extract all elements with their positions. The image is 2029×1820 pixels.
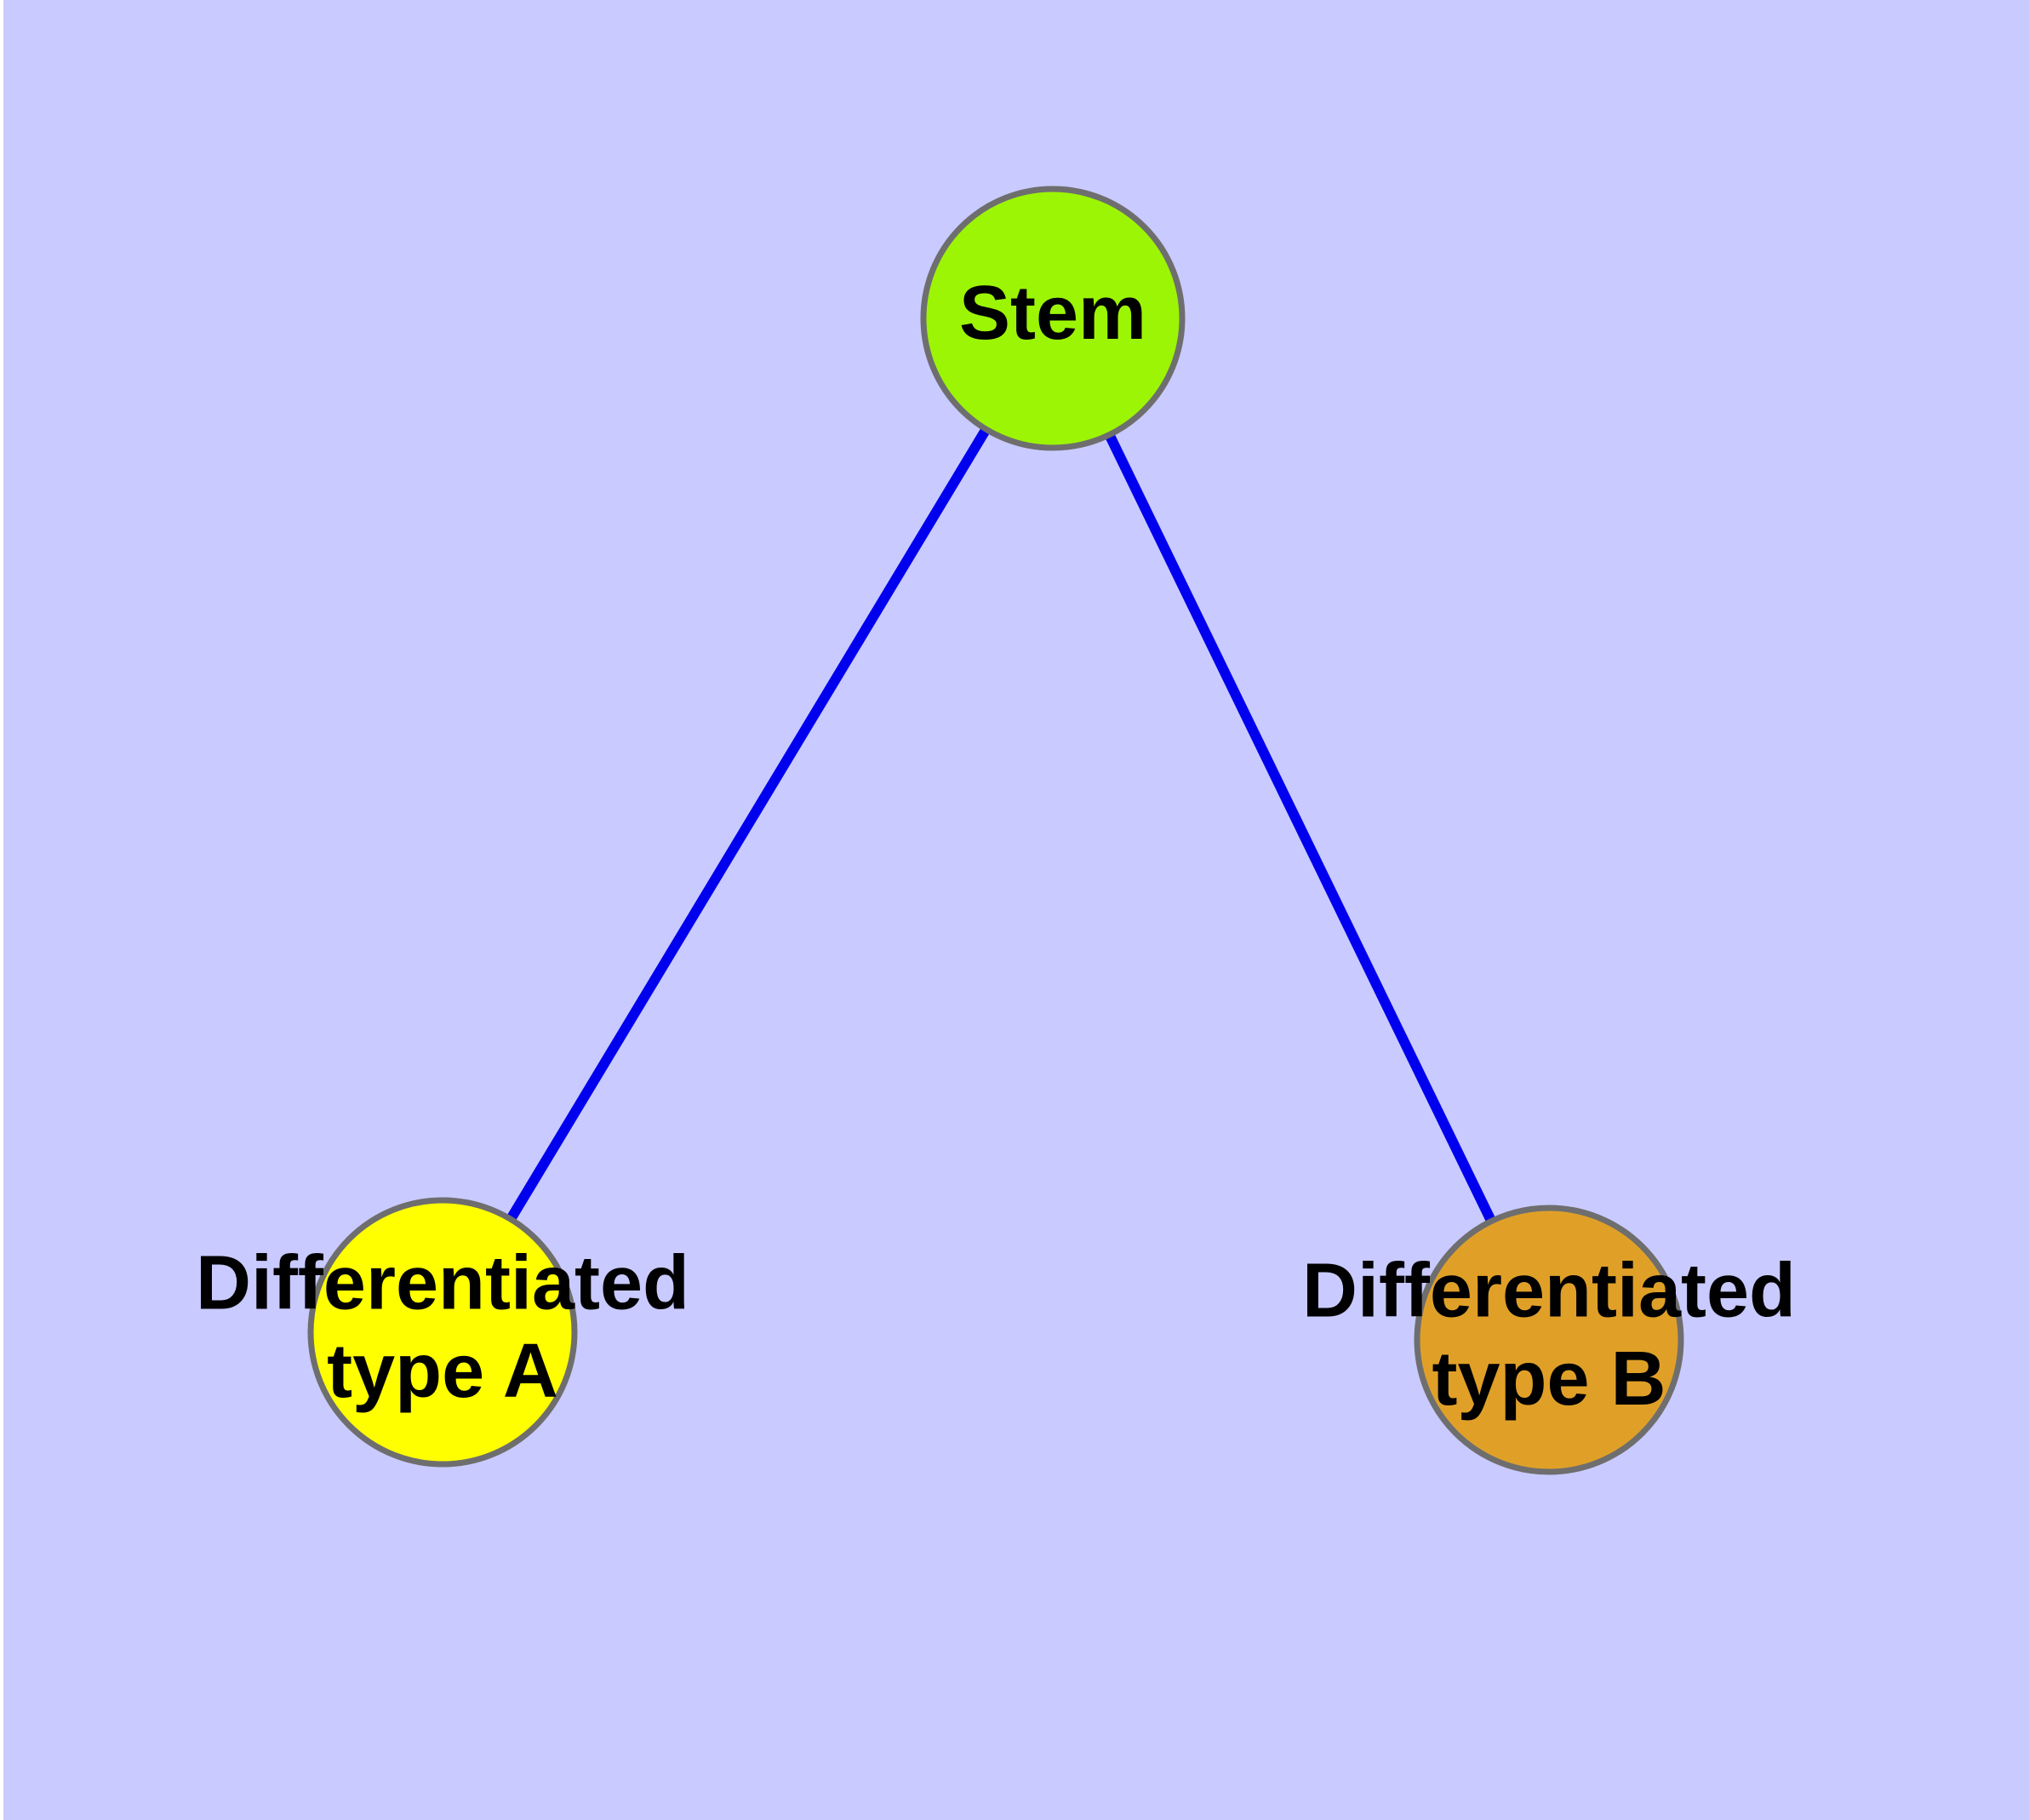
edge-stem-to-differentiated-type-b[interactable] (1048, 316, 1554, 1342)
node-stem[interactable] (920, 186, 1186, 451)
node-label-stem: Stem (959, 271, 1146, 356)
node-differentiated-type-b[interactable] (1414, 1205, 1684, 1475)
label-line: Differentiated (196, 1240, 689, 1325)
edge-layer (437, 315, 1554, 1342)
label-line: Differentiated (1302, 1248, 1796, 1333)
label-line: Stem (959, 271, 1146, 356)
label-line: type B (1432, 1336, 1666, 1422)
node-differentiated-type-a[interactable] (307, 1197, 578, 1468)
label-line: type A (327, 1329, 558, 1414)
node-layer (307, 186, 1684, 1475)
edge-stem-to-differentiated-type-a[interactable] (437, 315, 1058, 1336)
